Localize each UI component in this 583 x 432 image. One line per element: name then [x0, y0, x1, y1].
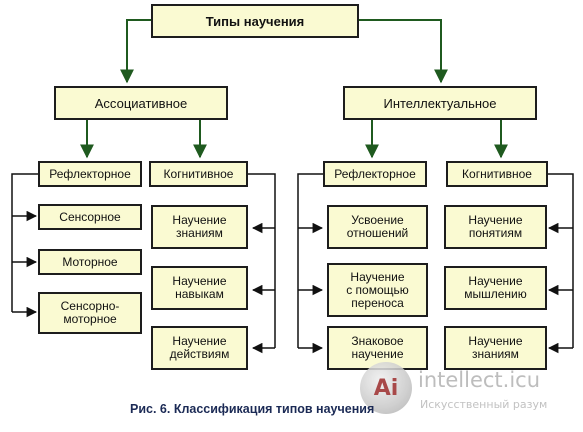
leaf-sensorimotor: Сенсорно- моторное [38, 292, 142, 334]
leaf-label: Моторное [62, 254, 118, 269]
leaf-thinking: Научение мышлению [444, 266, 547, 310]
leaf-motor: Моторное [38, 249, 142, 275]
leaf-label: Научение навыкам [172, 274, 227, 301]
leaf-knowledge: Научение знаниям [444, 326, 547, 370]
intellectual-label: Интеллектуальное [383, 95, 497, 111]
watermark-logo-text: Ai [373, 375, 399, 401]
leaf-concepts: Научение понятиям [444, 205, 547, 249]
leaf-label: Научение понятиям [468, 213, 523, 240]
associative-label: Ассоциативное [94, 95, 188, 111]
leaf-label: Сенсорно- моторное [60, 299, 120, 326]
title-node: Типы научения [151, 4, 359, 38]
bracket-intel-cognitive [548, 173, 574, 348]
leaf-learning-skills: Научение навыкам [151, 266, 248, 310]
bracket-assoc-reflex [11, 173, 38, 312]
leaf-sensory: Сенсорное [38, 204, 142, 230]
leaf-sign-learning: Знаковое научение [327, 326, 428, 370]
leaf-relations: Усвоение отношений [327, 205, 428, 249]
leaf-learning-knowledge: Научение знаниям [151, 205, 248, 249]
leaf-label: Научение действиям [169, 334, 230, 361]
intellectual-node: Интеллектуальное [343, 86, 537, 120]
leaf-label: Знаковое научение [351, 334, 404, 361]
assoc-cognitive-node: Когнитивное [149, 161, 248, 187]
intel-cognitive-node: Когнитивное [446, 161, 548, 187]
leaf-transfer: Научение с помощью переноса [327, 263, 428, 317]
watermark-name: intellect.icu [418, 368, 541, 392]
arrow-title-to-associative [120, 19, 151, 84]
assoc-cognitive-label: Когнитивное [163, 166, 234, 181]
assoc-reflex-node: Рефлекторное [38, 161, 142, 187]
intel-reflex-label: Рефлекторное [334, 166, 416, 181]
arrow-title-to-intellectual [359, 19, 448, 84]
leaf-learning-actions: Научение действиям [151, 326, 248, 370]
assoc-reflex-label: Рефлекторное [49, 166, 131, 181]
figure-caption: Рис. 6. Классификация типов научения [130, 402, 375, 416]
intel-reflex-node: Рефлекторное [323, 161, 427, 187]
watermark-logo-icon: Ai [360, 362, 412, 414]
leaf-label: Научение знаниям [172, 213, 227, 240]
intel-cognitive-label: Когнитивное [462, 166, 532, 181]
watermark-subtitle: Искусственный разум [420, 398, 548, 411]
leaf-label: Научение с помощью переноса [346, 269, 409, 310]
leaf-label: Сенсорное [59, 209, 121, 224]
leaf-label: Усвоение отношений [346, 213, 409, 240]
bracket-intel-reflex [297, 173, 323, 348]
title-label: Типы научения [205, 13, 305, 29]
bracket-assoc-cognitive [248, 173, 276, 348]
leaf-label: Научение мышлению [464, 274, 527, 301]
associative-node: Ассоциативное [54, 86, 228, 120]
leaf-label: Научение знаниям [468, 334, 523, 361]
